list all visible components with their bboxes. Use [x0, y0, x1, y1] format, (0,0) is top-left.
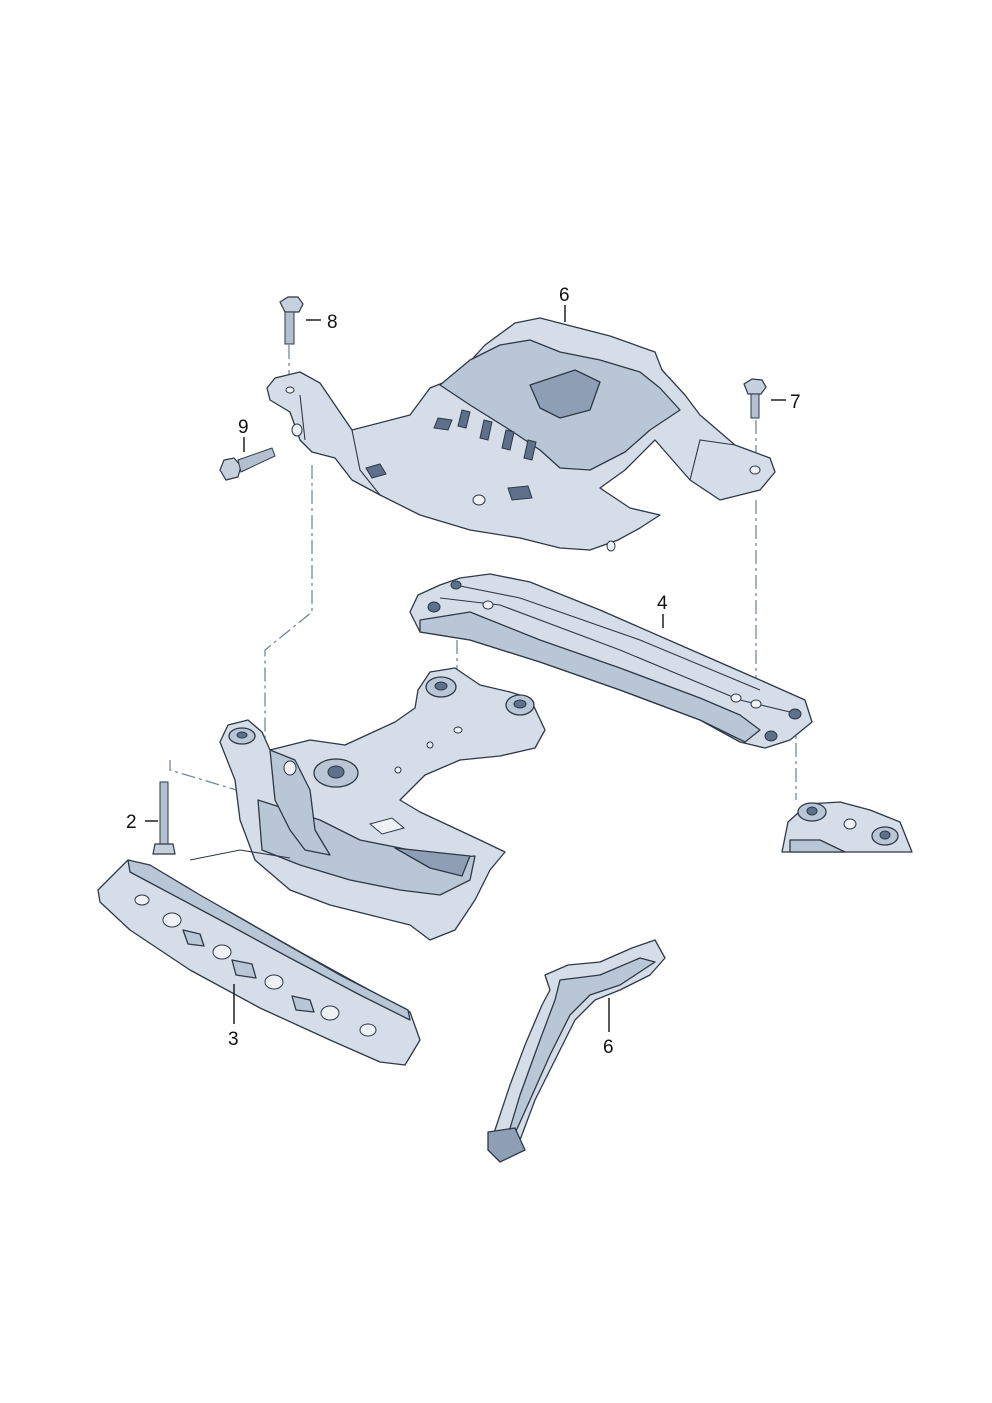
bolt-8: [279, 296, 304, 345]
callout-4: 4: [657, 593, 668, 614]
callout-2: 2: [126, 812, 137, 833]
bolt-7: [743, 378, 767, 419]
subframe: [189, 667, 546, 941]
right-mount-bracket: [781, 801, 913, 853]
bolt-2: [152, 781, 176, 855]
callout-6-bottom: 6: [603, 1037, 614, 1058]
callout-7: 7: [790, 392, 801, 413]
callout-8: 8: [327, 312, 338, 333]
callout-leaders: [145, 305, 786, 1032]
callout-3: 3: [228, 1029, 239, 1050]
part-3-front-rail: [97, 859, 421, 1066]
callout-6-top: 6: [559, 285, 570, 306]
part-6-lower-curved-rail: [487, 939, 666, 1163]
part-6-top-skid-plate: [266, 317, 776, 552]
part-4-cross-member: [409, 573, 813, 749]
callout-9: 9: [238, 417, 249, 438]
bolt-9: [219, 447, 276, 481]
